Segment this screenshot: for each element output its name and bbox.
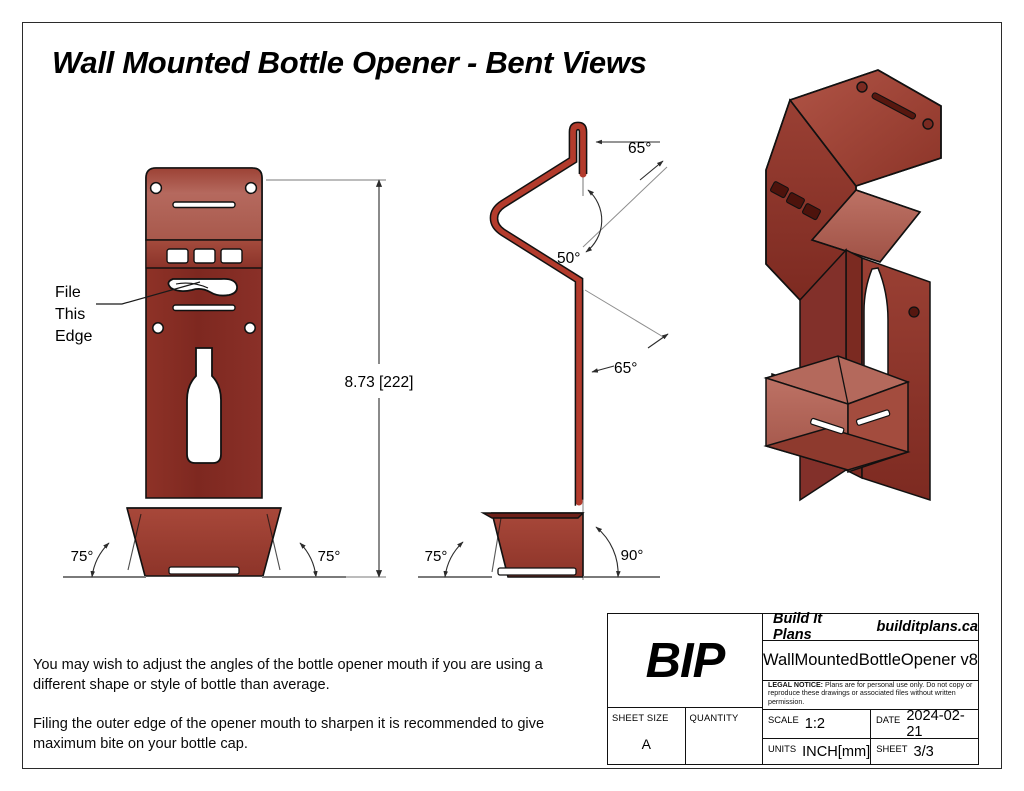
angle-label-side-bottom-right: 90°: [621, 547, 644, 564]
mounting-hole: [922, 118, 934, 130]
page-title: Wall Mounted Bottle Opener - Bent Views: [52, 45, 647, 80]
tray-slot: [497, 567, 577, 576]
note-file-edge: Filing the outer edge of the opener mout…: [33, 716, 545, 752]
mounting-hole: [856, 81, 868, 93]
file-edge-label-line2: This: [55, 306, 85, 323]
scale-value: 1:2: [804, 716, 826, 733]
title-block: BIP SHEET SIZE A QUANTITY Build It Plans…: [607, 611, 979, 765]
mounting-hole: [908, 306, 920, 318]
tab-slot: [166, 248, 189, 264]
isometric-view: [763, 69, 942, 502]
sheet-value: 3/3: [913, 743, 934, 760]
sheet-size-label: SHEET SIZE: [612, 712, 669, 723]
logo-bip: BIP: [608, 614, 762, 708]
field-sheet-size: SHEET SIZE A: [608, 708, 686, 764]
bend-relief-slot: [172, 201, 236, 209]
date-value: 2024-02-21: [906, 708, 965, 741]
field-date: DATE 2024-02-21: [871, 708, 978, 741]
angle-label-side-top: 65°: [628, 140, 651, 157]
logo-text: BIP: [645, 633, 726, 688]
company-name: Build It Plans: [773, 611, 823, 643]
angle-label-front-right: 75°: [318, 548, 341, 565]
website-link[interactable]: builditplans.ca: [876, 619, 978, 635]
quantity-label: QUANTITY: [689, 712, 739, 723]
sheet-label: SHEET: [876, 743, 908, 755]
side-view: 65° 50° 65° 75° 90°: [418, 121, 669, 580]
legal-notice: LEGAL NOTICE: Plans are for personal use…: [768, 681, 973, 707]
legal-notice-label: LEGAL NOTICE:: [768, 680, 824, 689]
angle-label-side-mid-50: 50°: [557, 250, 580, 267]
mounting-hole: [244, 181, 258, 195]
file-edge-label-line1: File: [55, 284, 81, 301]
bend-relief-slot: [172, 304, 236, 312]
tray-bottom: [763, 427, 911, 471]
angle-label-front-left: 75°: [71, 548, 94, 565]
cap-tray-front: [125, 507, 283, 577]
scale-label: SCALE: [768, 714, 799, 726]
units-label: UNITS: [768, 743, 797, 755]
tray-slot: [810, 417, 845, 435]
mounting-hole: [152, 322, 164, 334]
front-view: 75° 75° File This Edge 8.73 [222]: [55, 167, 414, 578]
field-scale: SCALE 1:2: [763, 710, 871, 739]
field-quantity: QUANTITY: [686, 708, 763, 764]
bend-relief-slot: [871, 92, 917, 120]
tab-slot: [220, 248, 243, 264]
tab-slot: [801, 203, 821, 221]
field-units: UNITS INCH[mm]: [763, 739, 872, 764]
angle-label-side-mid-65: 65°: [614, 360, 637, 377]
tab-slot: [769, 181, 789, 199]
tray-slot: [855, 409, 891, 426]
bottle-cutout: [186, 347, 222, 464]
date-label: DATE: [876, 714, 901, 726]
quantity-value: [686, 723, 763, 764]
angle-label-side-bottom-left: 75°: [425, 548, 448, 565]
sheet-size-value: A: [641, 735, 651, 752]
drawing-name: WallMountedBottleOpener v8: [763, 641, 978, 681]
file-edge-leader: [96, 281, 201, 305]
title-block-right: Build It Plans builditplans.ca WallMount…: [763, 611, 978, 764]
legal-notice-text: Plans are for personal use only. Do not …: [768, 680, 973, 706]
tray-slot: [168, 566, 240, 575]
mounting-hole: [244, 322, 256, 334]
note-adjust-angles: You may wish to adjust the angles of the…: [33, 657, 543, 693]
tab-slot: [785, 192, 805, 210]
field-sheet: SHEET 3/3: [871, 739, 978, 764]
side-profile-fill: [490, 122, 587, 506]
file-edge-label-line3: Edge: [55, 328, 92, 345]
dimension-height: 8.73 [222]: [345, 374, 414, 391]
title-block-left: BIP SHEET SIZE A QUANTITY: [608, 614, 763, 764]
mounting-hole: [149, 181, 163, 195]
units-value: INCH[mm]: [802, 743, 871, 760]
tab-slot: [193, 248, 216, 264]
